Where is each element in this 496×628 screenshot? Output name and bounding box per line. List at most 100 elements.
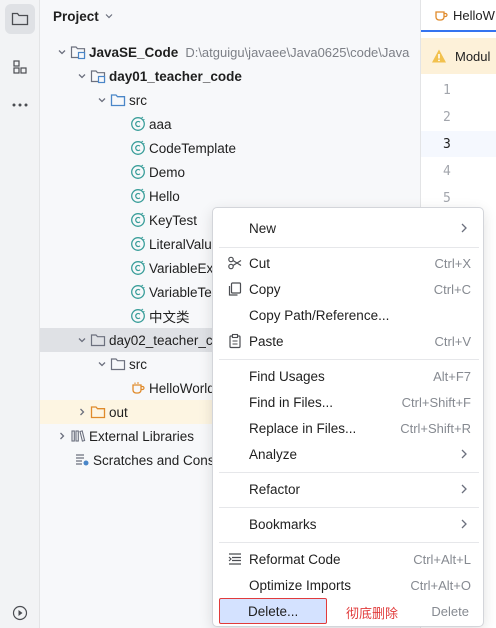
more-tools-button[interactable] (5, 90, 35, 120)
run-services-icon (12, 605, 28, 621)
day01-module-label: day01_teacher_code (109, 68, 242, 84)
menu-item-shortcut: Ctrl+Alt+L (413, 551, 471, 567)
folder-icon (110, 356, 126, 372)
menu-item-replace-in-files[interactable]: Replace in Files... Ctrl+Shift+R (219, 415, 479, 441)
menu-item-shortcut: Ctrl+V (434, 333, 471, 349)
services-tool-button[interactable] (5, 598, 35, 628)
tree-node-class[interactable]: aaa (40, 112, 420, 136)
tree-node-root[interactable]: JavaSE_Code D:\atguigu\javaee\Java0625\c… (40, 40, 420, 64)
project-panel-title: Project (53, 8, 99, 24)
library-icon (70, 428, 86, 444)
menu-item-find-in-files[interactable]: Find in Files... Ctrl+Shift+F (219, 389, 479, 415)
chevron-right-icon[interactable] (54, 428, 70, 444)
line-number: 5 (443, 190, 451, 206)
tree-node-class[interactable]: Demo (40, 160, 420, 184)
java-class-icon (130, 188, 146, 204)
java-class-icon (130, 260, 146, 276)
menu-item-label: Reformat Code (249, 551, 341, 567)
tree-node-class[interactable]: LiteralValu (40, 232, 420, 256)
line-number: 2 (443, 109, 451, 125)
day02-module-label: day02_teacher_c (109, 332, 213, 348)
editor-tab-hello-world[interactable]: HelloW (421, 0, 496, 32)
tree-node-external-libraries[interactable]: External Libraries (40, 424, 420, 448)
tree-node-class[interactable]: CodeTemplate (40, 136, 420, 160)
src-folder-label: src (129, 356, 147, 372)
chevron-right-icon (459, 518, 469, 533)
tree-node-src[interactable]: src (40, 88, 420, 112)
tree-node-scratches[interactable]: Scratches and Cons (40, 448, 420, 472)
menu-item-label: Paste (249, 333, 284, 349)
paste-icon (227, 333, 243, 349)
java-class-icon (130, 284, 146, 300)
chevron-right-icon[interactable] (74, 404, 90, 420)
source-folder-icon (110, 92, 126, 108)
menu-item-label: Replace in Files... (249, 420, 357, 436)
chevron-down-icon[interactable] (74, 68, 90, 84)
structure-tool-button[interactable] (5, 52, 35, 82)
project-panel-header[interactable]: Project (40, 0, 420, 32)
context-menu: New Cut Ctrl+X Copy Ctrl+C Copy Path/Ref… (212, 207, 484, 627)
menu-separator (219, 247, 479, 248)
folder-icon (90, 332, 106, 348)
src-folder-label: src (129, 92, 147, 108)
tool-window-strip (0, 0, 40, 628)
tree-node-java-file[interactable]: HelloWorld (40, 376, 420, 400)
java-class-icon (130, 140, 146, 156)
module-folder-icon (90, 68, 106, 84)
menu-separator (219, 359, 479, 360)
module-warning-banner: Modul (421, 38, 496, 74)
menu-item-new[interactable]: New (219, 215, 479, 241)
menu-item-shortcut: Delete (431, 604, 469, 619)
tree-node-class[interactable]: VariableTe (40, 280, 420, 304)
chevron-down-icon[interactable] (54, 44, 70, 60)
copy-icon (227, 281, 243, 297)
menu-item-analyze[interactable]: Analyze (219, 441, 479, 467)
java-class-icon (130, 116, 146, 132)
menu-item-paste[interactable]: Paste Ctrl+V (219, 328, 479, 354)
root-project-label: JavaSE_Code (89, 44, 179, 60)
java-class-icon (130, 236, 146, 252)
tree-node-src[interactable]: src (40, 352, 420, 376)
menu-item-bookmarks[interactable]: Bookmarks (219, 511, 479, 537)
menu-item-label: Optimize Imports (249, 577, 352, 593)
tree-node-class[interactable]: Hello (40, 184, 420, 208)
excluded-folder-icon (90, 404, 106, 420)
class-label: LiteralValu (149, 236, 212, 252)
chevron-down-icon[interactable] (94, 356, 110, 372)
menu-item-reformat-code[interactable]: Reformat Code Ctrl+Alt+L (219, 546, 479, 572)
menu-item-label: Refactor (249, 481, 301, 497)
menu-item-find-usages[interactable]: Find Usages Alt+F7 (219, 363, 479, 389)
menu-item-label: Copy Path/Reference... (249, 307, 390, 323)
menu-item-cut[interactable]: Cut Ctrl+X (219, 250, 479, 276)
menu-item-label: Delete... (248, 603, 299, 619)
class-label: VariableTe (149, 284, 212, 300)
menu-item-optimize-imports[interactable]: Optimize Imports Ctrl+Alt+O (219, 572, 479, 598)
reformat-icon (227, 551, 243, 567)
class-label: VariableEx (149, 260, 214, 276)
menu-item-shortcut: Ctrl+Shift+F (401, 394, 471, 410)
menu-item-copy[interactable]: Copy Ctrl+C (219, 276, 479, 302)
menu-item-label: Bookmarks (249, 516, 317, 532)
external-libraries-label: External Libraries (89, 428, 195, 444)
class-label: aaa (149, 116, 172, 132)
menu-item-copy-path[interactable]: Copy Path/Reference... (219, 302, 479, 328)
delete-annotation: 彻底删除 (346, 606, 399, 621)
chevron-down-icon[interactable] (94, 92, 110, 108)
scissors-icon (227, 255, 243, 271)
line-number: 4 (443, 163, 451, 179)
tree-node-class[interactable]: VariableEx (40, 256, 420, 280)
menu-item-refactor[interactable]: Refactor (219, 476, 479, 502)
out-folder-label: out (109, 404, 128, 420)
editor-tab-label: HelloW (453, 7, 495, 23)
chevron-down-icon[interactable] (74, 332, 90, 348)
tree-node-class[interactable]: KeyTest (40, 208, 420, 232)
class-label: KeyTest (149, 212, 198, 228)
java-file-icon (433, 7, 449, 23)
tree-node-class[interactable]: 中文类 (40, 304, 420, 328)
tree-node-day01-module[interactable]: day01_teacher_code (40, 64, 420, 88)
menu-item-delete[interactable]: Delete... (219, 598, 327, 624)
project-tool-button[interactable] (5, 4, 35, 34)
tree-node-day02-module[interactable]: day02_teacher_c (40, 328, 213, 352)
menu-item-shortcut: Ctrl+X (434, 255, 471, 271)
chevron-right-icon (459, 483, 469, 498)
